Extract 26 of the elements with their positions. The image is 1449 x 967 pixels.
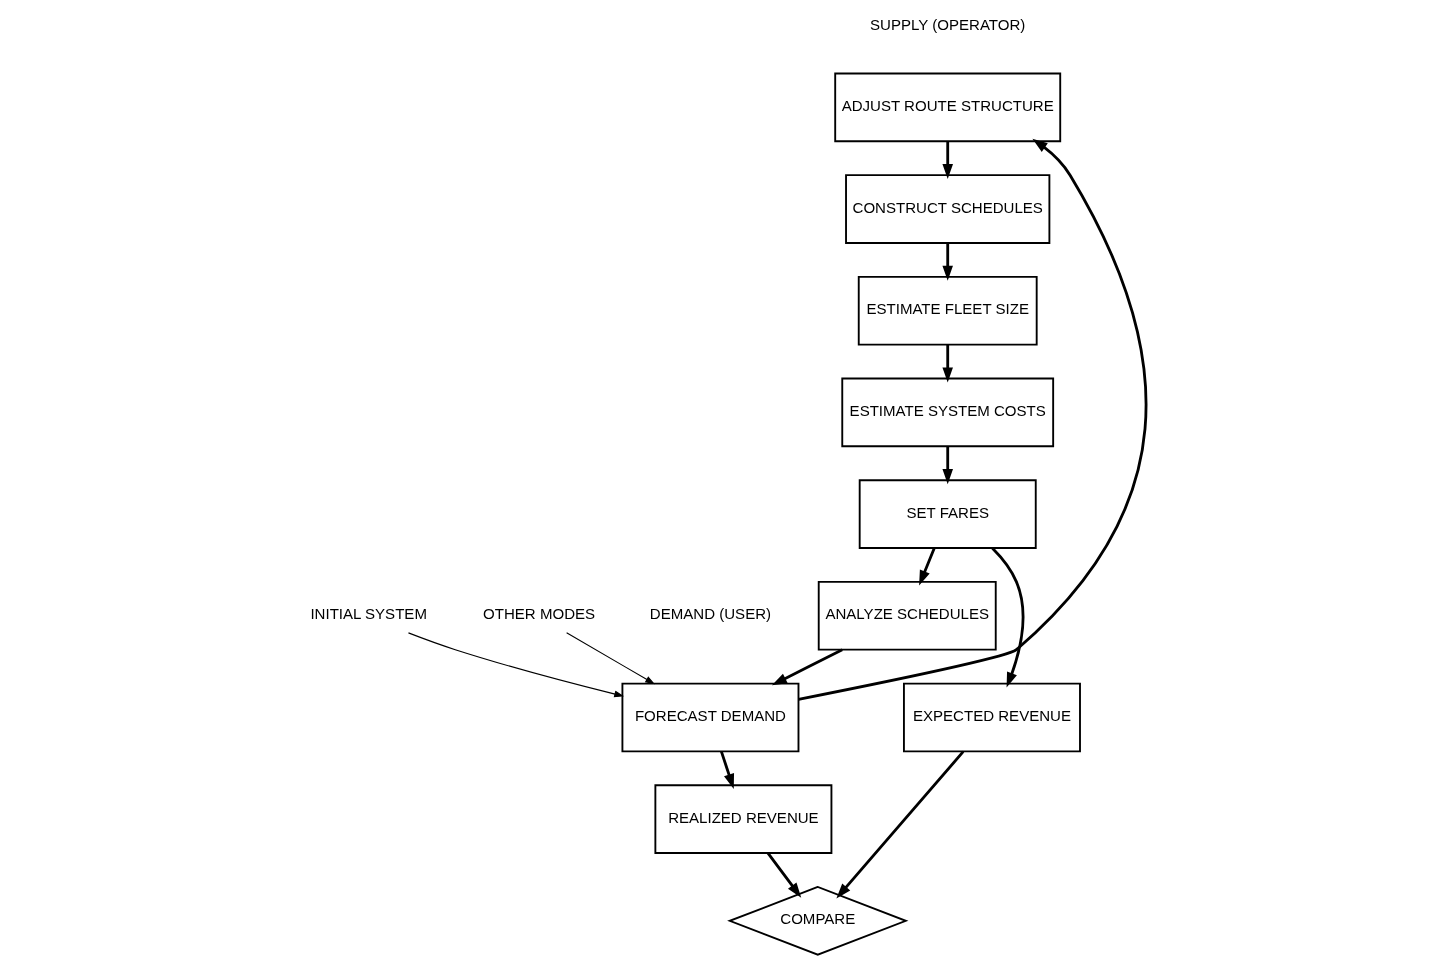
arrow [942, 141, 953, 180]
node-text: OTHER MODES [483, 605, 596, 623]
label: SUPPLY (OPERATOR) [870, 15, 1026, 33]
node-text: INITIAL SYSTEM [310, 605, 427, 623]
node-box: SET FARES [858, 479, 1037, 549]
node-box: ANALYZE SCHEDULES [817, 580, 997, 651]
arrow [798, 138, 1148, 701]
arrow [942, 344, 953, 383]
node-box: ESTIMATE SYSTEM COSTS [841, 377, 1055, 448]
arrow [942, 446, 953, 485]
node-box: FORECAST DEMAND [621, 682, 800, 753]
arrow [407, 632, 625, 698]
arrow [771, 648, 843, 686]
arrow [566, 632, 655, 685]
arrow [919, 547, 936, 586]
arrow [836, 750, 965, 899]
node-box: CONSTRUCT SCHEDULES [845, 174, 1051, 244]
node-box: REALIZED REVENUE [654, 784, 833, 854]
arrow [991, 547, 1025, 688]
label: DEMAND (USER) [649, 605, 772, 623]
node-box: ESTIMATE FLEET SIZE [857, 275, 1038, 346]
arrow [942, 242, 953, 281]
node-box: EXPECTED REVENUE [903, 682, 1081, 753]
arrow [720, 750, 735, 789]
arrow [766, 852, 802, 898]
node-box: ADJUST ROUTE STRUCTURE [834, 72, 1062, 143]
